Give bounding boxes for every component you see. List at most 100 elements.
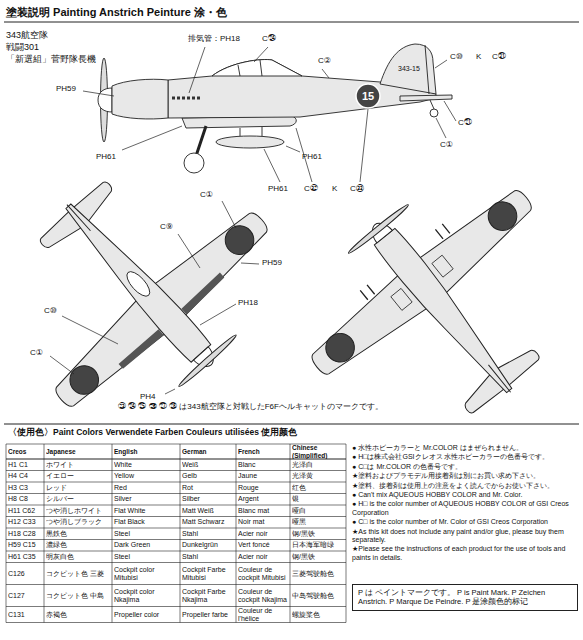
page-title: 塗装説明 Painting Anstrich Peinture 涂・色 [6,5,227,20]
table-cell: C127 [8,585,42,607]
table-cell: Weiß [182,459,234,471]
callout-label: C㉛ [492,52,506,61]
table-cell: 红色 [292,482,344,494]
note-text: ● C□ is the color number of Mr. Color of… [352,518,578,526]
table-rule [6,516,346,517]
table-cell: Acier noir [238,551,288,563]
table-cell: Flat Black [114,517,178,529]
table-rule [6,444,7,623]
table-cell: Steel [114,551,178,563]
table-rule [6,482,346,483]
hinomaru [356,84,380,108]
table-cell: Steel [114,528,178,540]
paint-mark-text: P は ペイントマークです。 P is Paint Mark. P Zeiche… [358,588,572,607]
table-cell: H11 C62 [8,505,42,517]
spinner [98,88,112,112]
table-cell: H61 C35 [8,551,42,563]
gun-barrels [360,224,450,300]
table-cell: 明灰白色 [46,551,110,563]
table-cell: 三菱驾驶舱色 [292,563,344,585]
callout-label: C㉔ [262,34,276,43]
table-cell: Flat White [114,505,178,517]
table-rule [112,444,113,623]
table-cell: Cockpit color Nkajima [114,585,178,607]
table-cell: 中岛驾驶舱色 [292,585,344,607]
table-cell: レッド [46,482,110,494]
table-cell: コクピット色 三菱 [46,563,110,585]
table-cell: Yellow [114,471,178,483]
cockpit [123,268,153,300]
table-cell: つや消しホワイト [46,505,110,517]
gear-bay [391,255,453,310]
callout-label: C㉑ [458,118,472,127]
landing-gear [196,126,206,156]
canopy [212,60,302,76]
tail-wheel [430,109,438,117]
table-grid [6,444,346,623]
table-cell: H3 C3 [8,482,42,494]
table-cell: 银 [292,494,344,506]
callout-label: PH18 [238,298,258,307]
table-cell: Blanc [238,459,288,471]
table-cell: イエロー [46,471,110,483]
pylon [240,127,262,136]
tailplane [400,95,452,101]
table-heading: 〈使用色〉Paint Colors Verwendete Farben Coul… [8,428,297,438]
callout-label: PH59 [262,258,282,267]
lower-view [270,140,583,477]
callout-label: PH61 [268,184,288,193]
table-header-cell: Japanese [46,444,110,459]
table-cell: C131 [8,607,42,623]
table-cell: Cockpit Farbe Nkajima [182,585,234,607]
table-cell: Cockpit Farbe Mitubisi [182,563,234,585]
paint-mark-box: P は ペイントマークです。 P is Paint Mark. P Zeiche… [352,584,578,611]
table-cell: 光泽白 [292,459,344,471]
rudder-line [425,45,429,94]
table-cell: ホワイト [46,459,110,471]
table-rule [290,444,291,623]
table-cell: つや消しブラック [46,517,110,529]
table-cell: 光泽黄 [292,471,344,483]
table-header-cell: English [114,444,178,459]
table-rule [6,584,346,585]
table-cell: Gelb [182,471,234,483]
leader-lines [50,47,456,394]
table-rule [6,562,346,563]
table-rule [6,539,346,540]
aircraft-number: 15 [362,90,374,103]
table-cell: Couleur de cockpit Nkajima [238,585,288,607]
unit-label: 343航空隊 [6,30,48,40]
wheel [184,153,204,173]
note-text: ● H□は株式会社GSIクレオス 水性ホビーカラーの色番号です。 [352,453,578,461]
note-text: ● Can't mix AQUEOUS HOBBY COLOR and Mr. … [352,491,578,499]
table-cell: Acier noir [238,528,288,540]
table-cell: Noir mat [238,517,288,529]
table-cell: Red [114,482,178,494]
side-view [98,44,452,173]
tail-wheel-strut [430,100,434,109]
cowling [112,79,168,119]
table-cell: H1 C1 [8,459,42,471]
section-rule [4,424,579,425]
callout-label: 排気管：PH18 [188,34,240,43]
callout-label: PH59 [56,84,76,93]
callout-label: K [332,184,337,193]
table-cell: Matt Schwarz [182,517,234,529]
table-header-cell: Chinese (Simplified) [292,444,344,459]
table-rule [44,444,45,623]
planform [270,140,583,477]
note-text: ★塗料およびプラモデル用接着剤は別にお買い求め下さい。 [352,472,578,480]
table-header-cell: French [238,444,288,459]
note-text: ● C□は Mr.COLOR の色番号です。 [352,463,578,471]
table-cell: Couleur de cockpit Mitubisi [238,563,288,585]
note-text: ● 水性ホビーカラーと Mr.COLOR はまぜられません。 [352,444,578,452]
table-cell: Blanc mat [238,505,288,517]
callout-label: C① [440,140,453,149]
table-cell: H8 C8 [8,494,42,506]
table-cell: H4 C4 [8,471,42,483]
table-cell: Cockpit color Mitubisi [114,563,178,585]
callout-label: C② [318,56,331,65]
table-cell: コクピット色 中島 [46,585,110,607]
table-cell: Propeller farbe [182,607,234,623]
